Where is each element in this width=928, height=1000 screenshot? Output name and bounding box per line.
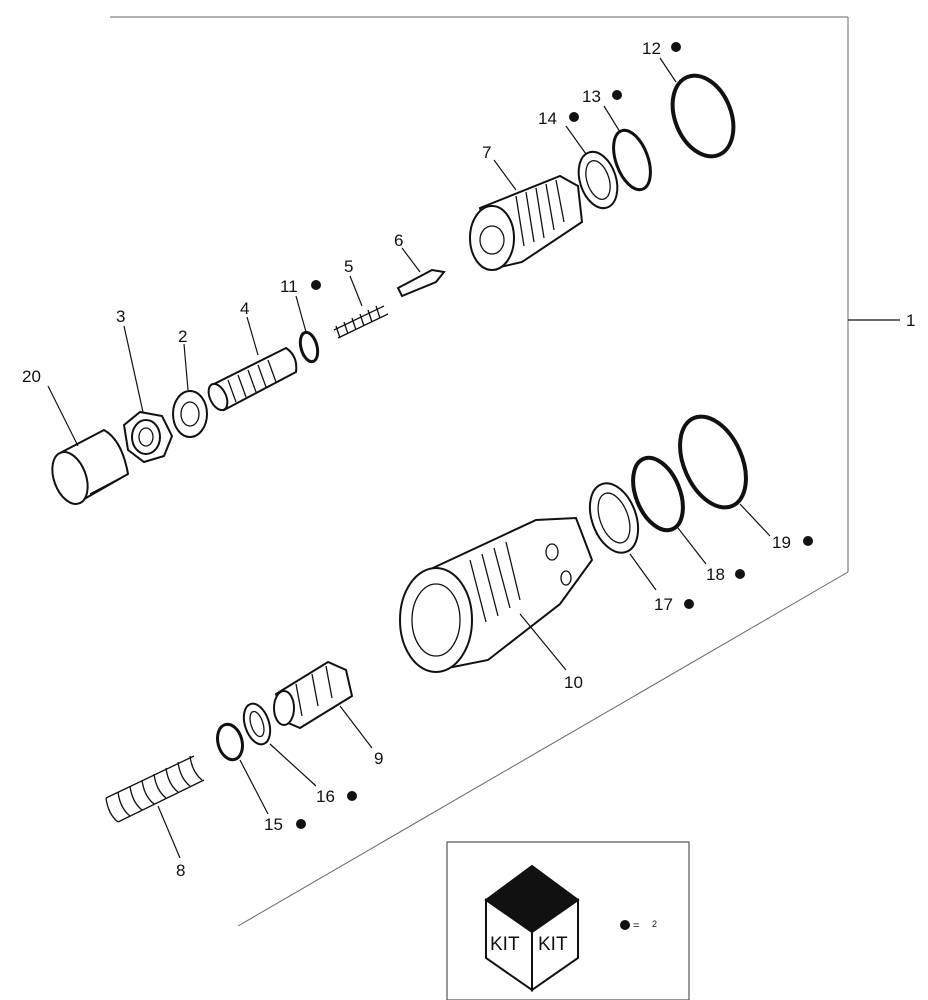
label-19: 19	[772, 533, 791, 552]
kit-face-right: KIT	[538, 934, 568, 955]
filled-dot-icon	[735, 569, 745, 579]
label-14: 14	[538, 109, 557, 128]
kit-equals-sign: =	[633, 920, 639, 932]
part-17-washer	[588, 482, 657, 591]
part-18-oring	[631, 455, 707, 565]
label-13: 13	[582, 87, 601, 106]
part-20-cap	[47, 385, 130, 505]
filled-dot-icon	[684, 599, 694, 609]
part-10-cartridge	[399, 516, 594, 673]
filled-dot-icon	[671, 42, 681, 52]
label-3: 3	[116, 307, 125, 326]
label-1: 1	[906, 311, 915, 330]
part-4-adjusting-screw	[207, 316, 298, 412]
label-7: 7	[482, 143, 491, 162]
label-12: 12	[642, 39, 661, 58]
part-16-washer	[242, 702, 317, 787]
part-5-small-spring	[333, 275, 389, 339]
kit-legend: KIT KIT = 2	[446, 841, 690, 1000]
part-8-large-spring	[105, 755, 205, 859]
filled-dot-icon	[347, 791, 357, 801]
label-8: 8	[176, 861, 185, 880]
part-labels: 1 2 3 4 5 6 7 8 9 10 11 12 13 14 15 16 1…	[22, 39, 915, 880]
part-7-valve-body	[469, 159, 584, 271]
filled-dot-icon	[311, 280, 321, 290]
kit-cube-icon	[484, 864, 580, 992]
label-10: 10	[564, 673, 583, 692]
filled-dot-icon	[803, 536, 813, 546]
part-3-nut	[122, 325, 174, 464]
label-4: 4	[240, 299, 249, 318]
assembly-frame	[110, 16, 900, 927]
filled-dot-icon	[569, 112, 579, 122]
part-19-large-oring	[678, 414, 771, 537]
kit-face-left: KIT	[490, 934, 520, 955]
label-9: 9	[374, 749, 383, 768]
part-14-washer	[565, 125, 619, 210]
filled-dot-icon	[612, 90, 622, 100]
part-12-large-oring	[659, 57, 736, 159]
kit-quantity: 2	[652, 919, 657, 929]
label-2: 2	[178, 327, 187, 346]
part-2-washer	[172, 343, 208, 438]
part-6-pin	[396, 247, 446, 298]
label-18: 18	[706, 565, 725, 584]
filled-dot-icon	[296, 819, 306, 829]
label-6: 6	[394, 231, 403, 250]
label-16: 16	[316, 787, 335, 806]
part-13-oring	[603, 105, 652, 192]
filled-dot-icon	[620, 920, 630, 930]
part-9-piston	[273, 660, 373, 749]
label-11: 11	[280, 277, 298, 296]
label-5: 5	[344, 257, 353, 276]
part-15-oring	[216, 722, 269, 815]
label-20: 20	[22, 367, 41, 386]
label-17: 17	[654, 595, 673, 614]
kit-marker-dots	[296, 42, 813, 829]
part-11-oring	[295, 295, 320, 364]
label-15: 15	[264, 815, 283, 834]
